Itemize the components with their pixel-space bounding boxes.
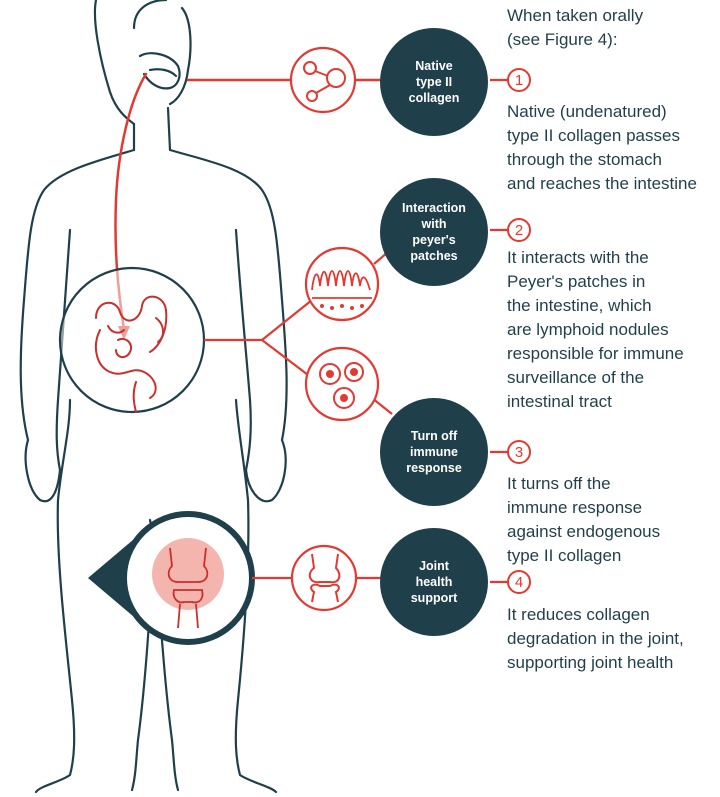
number-labels: 1 2 3 4: [515, 72, 523, 591]
node-label-2-line-4: patches: [410, 249, 457, 263]
node-label-2-line-1: Interaction: [402, 201, 466, 215]
step-2-desc-line: are lymphoid nodules: [507, 320, 669, 339]
step-2-desc-line: It interacts with the: [507, 248, 649, 267]
step-4-desc-line: It reduces collagen: [507, 605, 650, 624]
intro-line-2: (see Figure 4):: [507, 30, 618, 49]
node-peyers-patches: [380, 178, 488, 286]
node-label-2-line-3: peyer's: [412, 233, 455, 247]
step-4-desc-line: degradation in the joint,: [507, 629, 684, 648]
step-2-desc-line: surveillance of the: [507, 368, 645, 387]
knee-magnifier: [88, 511, 255, 645]
node-label-3-line-1: Turn off: [411, 429, 458, 443]
step-number-1: 1: [515, 72, 523, 89]
node-label-4-line-3: support: [411, 591, 458, 605]
step-number-4: 4: [515, 574, 523, 591]
step-3-desc-line: immune response: [507, 498, 643, 517]
step-number-3: 3: [515, 444, 523, 461]
node-label-3-line-3: response: [406, 461, 462, 475]
peyers-patch-icon: [311, 270, 372, 310]
node-circles: [380, 28, 488, 636]
icon-circles: [289, 46, 380, 612]
node-label-1-line-1: Native: [415, 59, 453, 73]
step-4-desc-line: supporting joint health: [507, 653, 674, 672]
step-2-desc-line: intestinal tract: [507, 392, 612, 411]
intro-line-1: When taken orally: [507, 6, 644, 25]
step-3-desc-line: It turns off the: [507, 474, 611, 493]
molecule-icon: [303, 61, 346, 102]
node-label-4-line-2: health: [416, 575, 453, 589]
step-2-desc-line: responsible for immune: [507, 344, 684, 363]
node-label-3-line-2: immune: [410, 445, 458, 459]
node-label-1-line-3: collagen: [409, 91, 460, 105]
immune-cells-icon: [319, 362, 364, 409]
node-native-collagen: [380, 28, 488, 136]
knee-bones: [167, 547, 209, 629]
step-1-desc-line: Native (undenatured): [507, 102, 667, 121]
step-2-desc-line: the intestine, which: [507, 296, 652, 315]
step-1-desc-line: through the stomach: [507, 150, 662, 169]
node-joint-health: [380, 528, 488, 636]
node-label-1-line-2: type II: [416, 75, 452, 89]
knee-joint-icon: [308, 553, 341, 603]
step-number-2: 2: [515, 222, 523, 239]
intestine-icon: [94, 295, 168, 413]
step-1-desc-line: and reaches the intestine: [507, 174, 697, 193]
number-badges: [507, 68, 531, 594]
node-label-2-line-2: with: [421, 217, 447, 231]
intestine-magnifier: [58, 266, 206, 414]
node-label-4-line-1: Joint: [419, 559, 450, 573]
step-3-desc-line: type II collagen: [507, 546, 622, 565]
step-1-desc-line: type II collagen passes: [507, 126, 680, 145]
node-immune-response: [380, 398, 488, 506]
step-2-desc-line: Peyer's patches in: [507, 272, 646, 291]
connector-lines: [204, 78, 508, 584]
step-3-desc-line: against endogenous: [507, 522, 661, 541]
